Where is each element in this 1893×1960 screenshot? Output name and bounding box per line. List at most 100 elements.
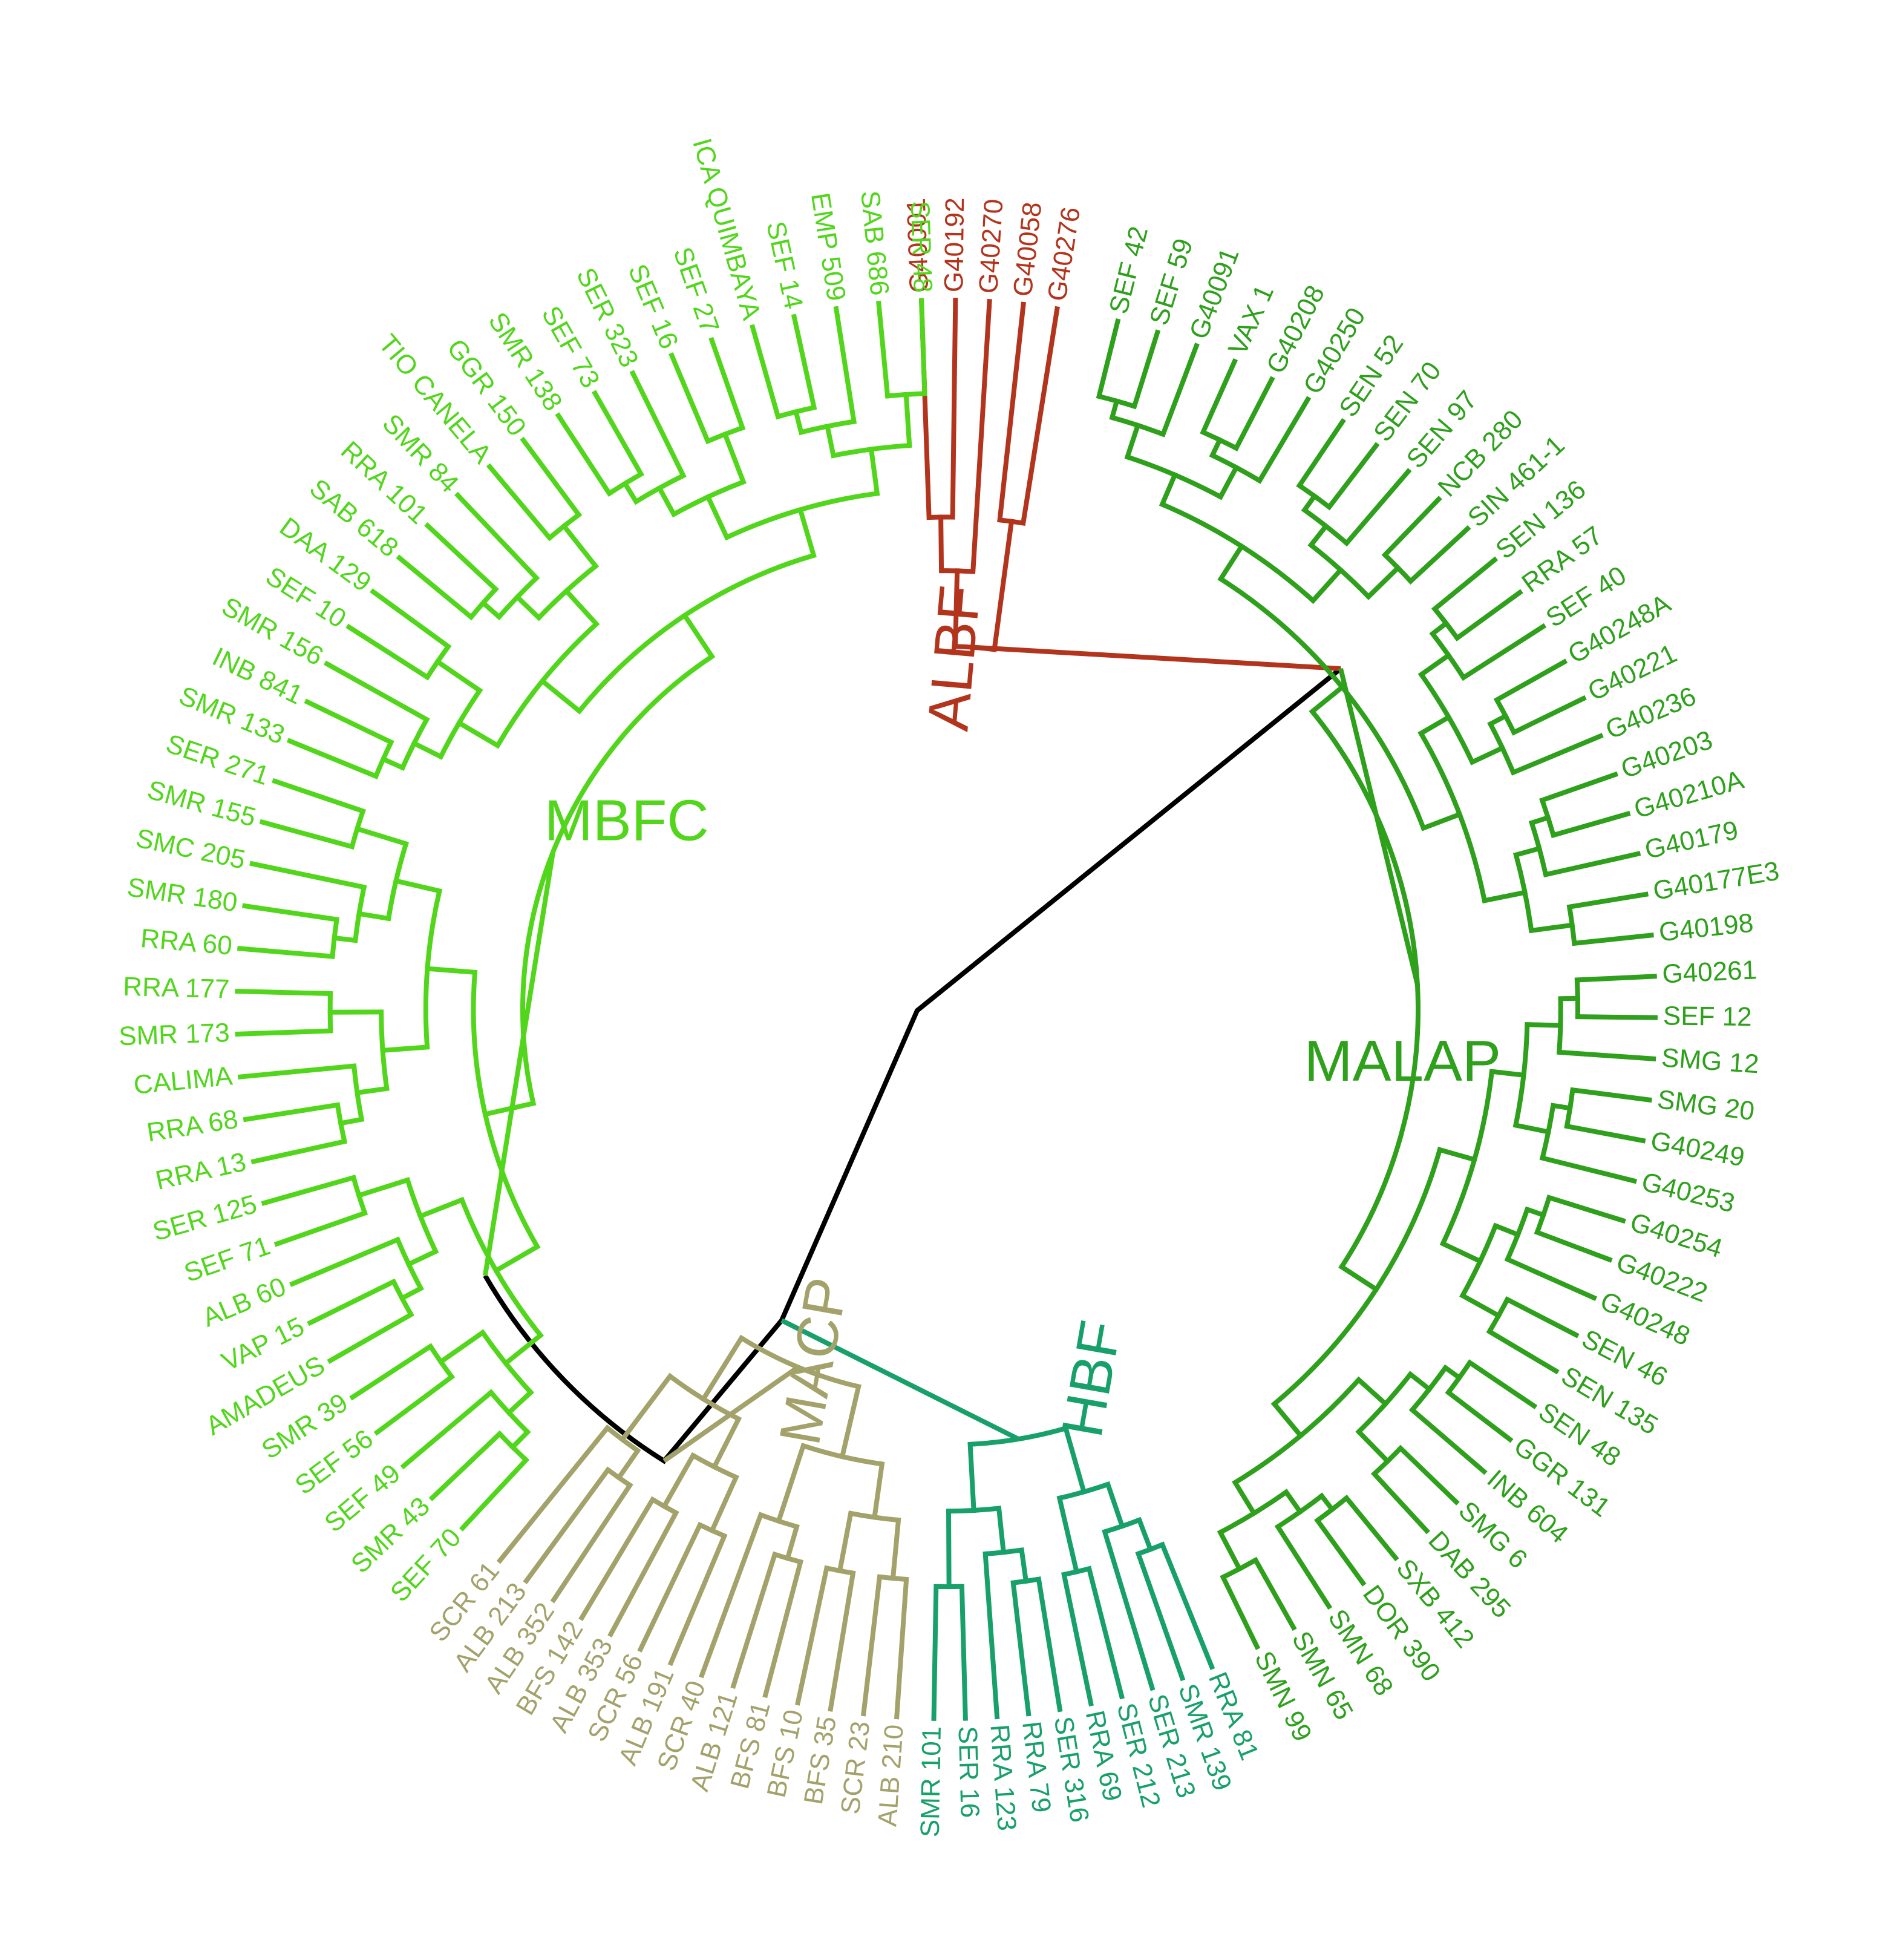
clade-malap-branch	[1497, 662, 1564, 700]
clade-malap-branch-arc	[1491, 724, 1514, 772]
clade-malap-branch	[1424, 814, 1460, 828]
clade-malap-branch-arc	[1577, 980, 1578, 1017]
clade-malap-branch-arc	[1559, 998, 1560, 1052]
clade-mbfc-branch	[428, 526, 495, 589]
clade-mbfc-branch	[402, 1288, 421, 1298]
clade-malap-branch	[1255, 1560, 1293, 1628]
clade-malap-branch-arc	[1489, 1299, 1507, 1331]
leaf-label: SEF 14	[760, 218, 808, 312]
clade-hbf-branch	[934, 1587, 937, 1719]
clade-mbfc-branch	[625, 483, 636, 502]
clade-macp-branch	[582, 1499, 653, 1617]
leaf-label: G40276	[1042, 205, 1086, 303]
clade-hbf-branch	[1089, 1568, 1122, 1696]
leaf-label: SER 16	[953, 1726, 985, 1818]
clade-malap-branch	[1574, 935, 1651, 943]
clade-mbfc-branch	[796, 411, 802, 432]
clade-malap-branch	[1440, 1150, 1474, 1159]
clade-malap-branch	[1220, 468, 1236, 497]
clade-malap-branch-arc	[1508, 1210, 1527, 1259]
clade-malap-branch	[1572, 1090, 1649, 1100]
clade-malap-branch	[1531, 925, 1572, 931]
clade-hbf-branch-arc	[986, 1550, 1022, 1554]
leaf-label: SEF 12	[1663, 1001, 1752, 1032]
clade-malap-branch-arc	[1223, 1560, 1256, 1577]
clade-mbfc-branch	[383, 759, 402, 767]
clade-malap-branch	[1496, 1226, 1518, 1235]
clade-mbfc-branch	[595, 393, 641, 474]
clade-malap-branch	[1543, 1158, 1635, 1181]
clade-malap-branch	[1236, 379, 1272, 448]
clade-mbfc-branch	[725, 434, 743, 482]
clade-malap-branch	[1532, 818, 1548, 823]
clade-albf-branch	[1023, 309, 1057, 523]
clade-malap-branch	[1516, 848, 1539, 854]
clade-macp-branch	[897, 1579, 906, 1717]
clade-malap-branch-arc	[1128, 457, 1221, 497]
leaf-label: RRA 177	[123, 972, 230, 1004]
clade-hbf-branch	[1059, 1498, 1076, 1572]
clade-mbfc-branch	[878, 303, 888, 396]
clade-mbfc-branch-arc	[427, 646, 448, 677]
clade-mbfc-branch	[509, 1392, 531, 1412]
clade-macp-branch	[788, 1527, 797, 1558]
leaf-label: G40179	[1642, 815, 1741, 865]
clade-mbfc-branch-arc	[394, 1282, 411, 1314]
clade-macp-branch	[842, 1386, 858, 1457]
clade-malap-branch	[1508, 1259, 1594, 1298]
leaf-label: RRA 123	[984, 1723, 1021, 1832]
clade-macp-branch	[554, 1485, 630, 1600]
clade-macp-branch	[893, 1520, 898, 1578]
clade-macp-branch	[641, 1525, 700, 1649]
clade-malap-branch	[1128, 425, 1138, 457]
clade-malap-branch	[1220, 1532, 1240, 1568]
clade-mbfc-branch	[420, 1200, 462, 1216]
leaf-label: SMR 173	[118, 1018, 230, 1051]
clade-mbfc-branch	[246, 1105, 338, 1119]
clade-malap-branch	[1470, 1363, 1534, 1406]
clade-malap-branch-arc	[1312, 712, 1418, 1267]
clade-malap-branch	[1212, 440, 1220, 455]
clade-mbfc-branch-arc	[430, 1346, 451, 1377]
clade-mbfc-branch	[512, 1432, 528, 1447]
clade-macp-branch-arc	[693, 1455, 736, 1477]
leaf-label: ALB 210	[872, 1723, 909, 1827]
clade-mbfc-branch	[432, 1434, 499, 1498]
clade-mbfc-branch	[543, 681, 580, 711]
clade-malap-branch	[1569, 894, 1646, 907]
clade-mbfc-branch-arc	[523, 657, 712, 1103]
leaf-label: SCR 23	[835, 1720, 876, 1816]
clade-hbf-branch	[1013, 1583, 1028, 1714]
clade-hbf-branch	[1064, 1575, 1091, 1703]
leaf-label: G40261	[1661, 955, 1757, 989]
clade-malap-branch-arc	[1497, 700, 1514, 733]
clade-macp-branch	[779, 1446, 803, 1521]
clade-malap-branch	[1448, 1392, 1510, 1440]
clade-macp-branch	[840, 1513, 851, 1571]
clade-mbfc-branch	[523, 440, 579, 514]
clade-macp-branch	[863, 1577, 880, 1714]
clade-malap-branch	[1457, 592, 1520, 638]
clade-malap-branch	[1515, 1126, 1548, 1132]
clade-albf-branch	[1000, 304, 1024, 520]
clade-malap-branch	[1554, 814, 1628, 835]
clade-malap-branch	[1489, 1331, 1556, 1371]
clade-malap-branch	[1514, 698, 1583, 732]
clade-malap-branch-arc	[1278, 1496, 1321, 1527]
clade-hbf-branch-arc	[1064, 1568, 1089, 1575]
clade-mbfc-branch	[263, 822, 352, 847]
clade-malap-branch-arc	[1463, 1226, 1496, 1296]
clade-mbfc-branch	[277, 1213, 365, 1244]
leaf-label: SMR 101	[915, 1726, 947, 1837]
clade-malap-branch	[1401, 1448, 1456, 1502]
leaf-label: G40198	[1658, 908, 1755, 948]
clade-mbfc-branch	[441, 1332, 483, 1362]
clade-mbfc-branch-arc	[609, 474, 641, 493]
clade-macp-branch	[874, 1464, 881, 1517]
clade-mbfc-branch	[489, 467, 549, 538]
clade-malap-branch-arc	[1311, 545, 1368, 597]
clade-malap-branch	[1553, 1106, 1570, 1108]
clade-mbfc-branch	[463, 1460, 526, 1528]
